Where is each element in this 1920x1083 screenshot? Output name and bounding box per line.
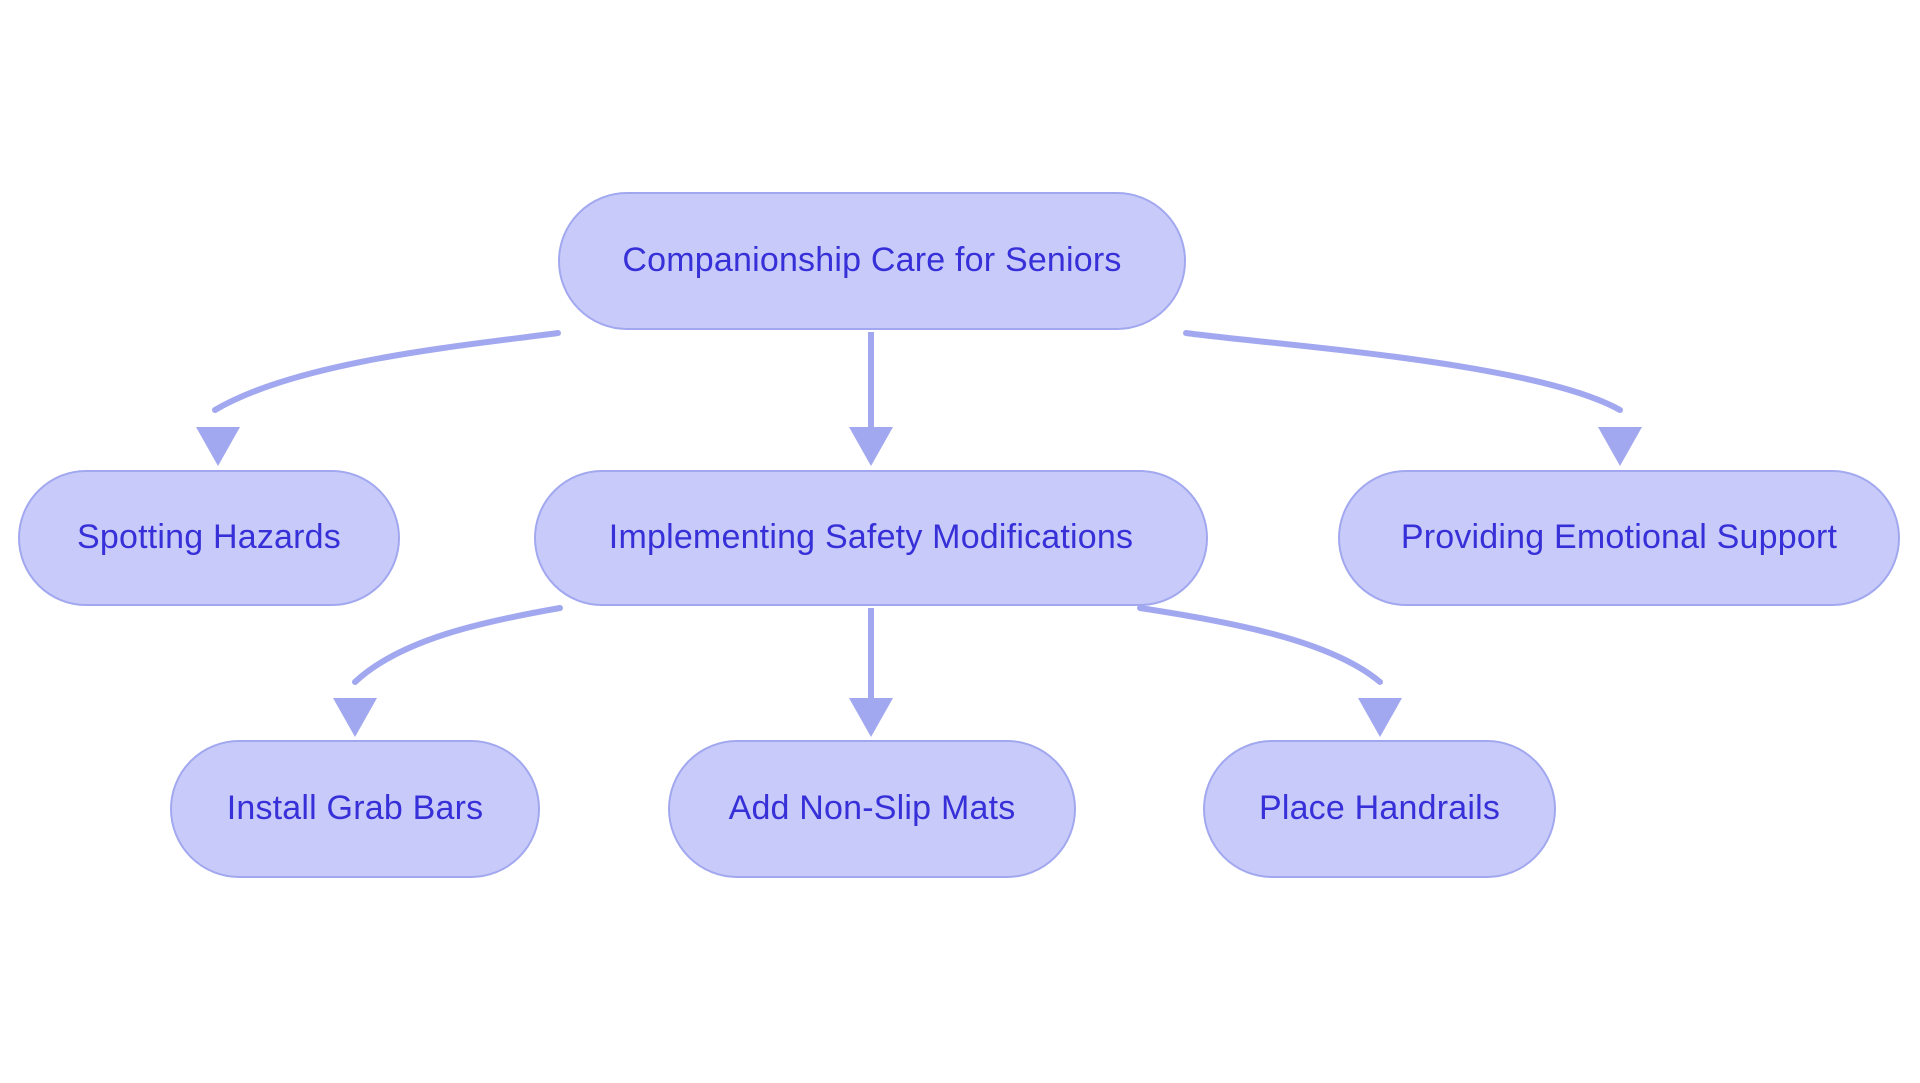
node-companionship-care-for-seniors[interactable]: Companionship Care for Seniors	[558, 192, 1186, 330]
edge-root-to-implementing-safety-modifications	[849, 332, 893, 466]
node-label: Companionship Care for Seniors	[622, 241, 1122, 280]
node-label: Place Handrails	[1258, 789, 1501, 828]
node-add-non-slip-mats[interactable]: Add Non-Slip Mats	[668, 740, 1076, 878]
node-place-handrails[interactable]: Place Handrails	[1203, 740, 1556, 878]
node-label: Spotting Hazards	[76, 518, 341, 557]
edge-implementing-to-add-non-slip-mats	[849, 608, 893, 737]
edge-implementing-to-install-grab-bars	[333, 605, 563, 737]
node-providing-emotional-support[interactable]: Providing Emotional Support	[1338, 470, 1900, 606]
edge-root-to-providing-emotional-support	[1183, 330, 1642, 466]
node-implementing-safety-modifications[interactable]: Implementing Safety Modifications	[534, 470, 1208, 606]
node-install-grab-bars[interactable]: Install Grab Bars	[170, 740, 540, 878]
node-label: Providing Emotional Support	[1400, 518, 1838, 557]
node-label: Implementing Safety Modifications	[608, 518, 1134, 557]
edge-root-to-spotting-hazards	[196, 330, 561, 466]
edge-implementing-to-place-handrails	[1137, 605, 1402, 737]
node-label: Install Grab Bars	[226, 789, 484, 828]
node-spotting-hazards[interactable]: Spotting Hazards	[18, 470, 400, 606]
node-label: Add Non-Slip Mats	[728, 789, 1016, 828]
